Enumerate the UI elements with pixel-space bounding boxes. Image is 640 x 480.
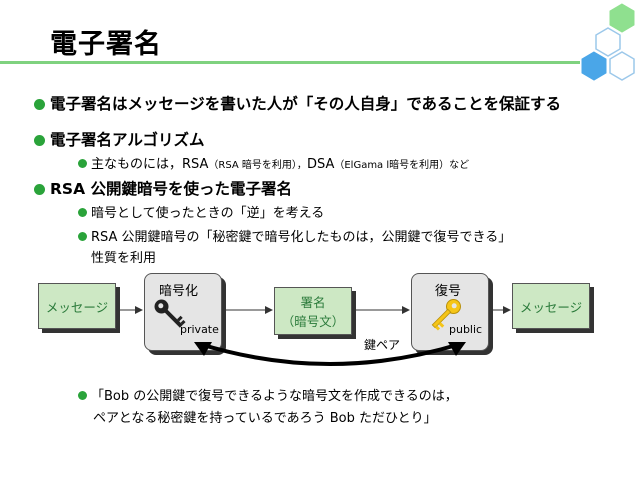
decrypt-label: 復号 — [435, 284, 462, 299]
bullet-dot-icon — [78, 232, 87, 241]
title-underline — [0, 61, 580, 64]
bullet-3-sub-1: 暗号として使ったときの「逆」を考える — [78, 202, 324, 221]
bullet-dot-icon — [78, 159, 87, 168]
bullet-dot-icon — [34, 99, 45, 110]
bullet-dot-icon — [34, 184, 45, 195]
public-label: public — [449, 323, 483, 336]
bottom-bullet-cont: ペアとなる秘密鍵を持っているであろう Bob ただひとり」 — [93, 411, 437, 426]
signature-label-1: 署名 — [300, 295, 326, 310]
bullet-3: RSA 公開鍵暗号を使った電子署名 — [34, 177, 292, 199]
bullet-2-sub-1: 主なものには，RSA（RSA 暗号を利用），DSA（ElGama l暗号を利用）… — [78, 153, 469, 172]
bullet-1: 電子署名はメッセージを書いた人が「その人自身」であることを保証する — [34, 92, 561, 114]
bullet-dot-icon — [34, 135, 45, 146]
private-label: private — [180, 323, 219, 336]
hexagon-decoration-icon — [581, 3, 635, 81]
bullet-2: 電子署名アルゴリズム — [34, 128, 205, 150]
message-left-box: メッセージ — [38, 283, 116, 329]
page-title: 電子署名 — [50, 29, 162, 60]
bullet-3-sub-2: RSA 公開鍵暗号の「秘密鍵で暗号化したものは，公開鍵で復号できる」 — [78, 226, 511, 245]
key-pair-label: 鍵ペア — [364, 338, 401, 352]
private-key-icon — [154, 299, 186, 328]
key-pair-arrow-icon — [199, 342, 461, 366]
bullet-3-sub-2-cont: 性質を利用 — [91, 251, 157, 266]
bottom-bullet: 「Bob の公開鍵で復号できるような暗号文を作成できるのは， — [78, 385, 458, 404]
encrypt-label: 暗号化 — [159, 284, 199, 299]
message-right-box: メッセージ — [512, 283, 590, 329]
public-key-icon — [431, 299, 461, 331]
bullet-dot-icon — [78, 208, 87, 217]
signature-box: 署名 （暗号文） — [274, 287, 352, 335]
signature-label-2: （暗号文） — [281, 314, 345, 329]
bullet-dot-icon — [78, 391, 87, 400]
